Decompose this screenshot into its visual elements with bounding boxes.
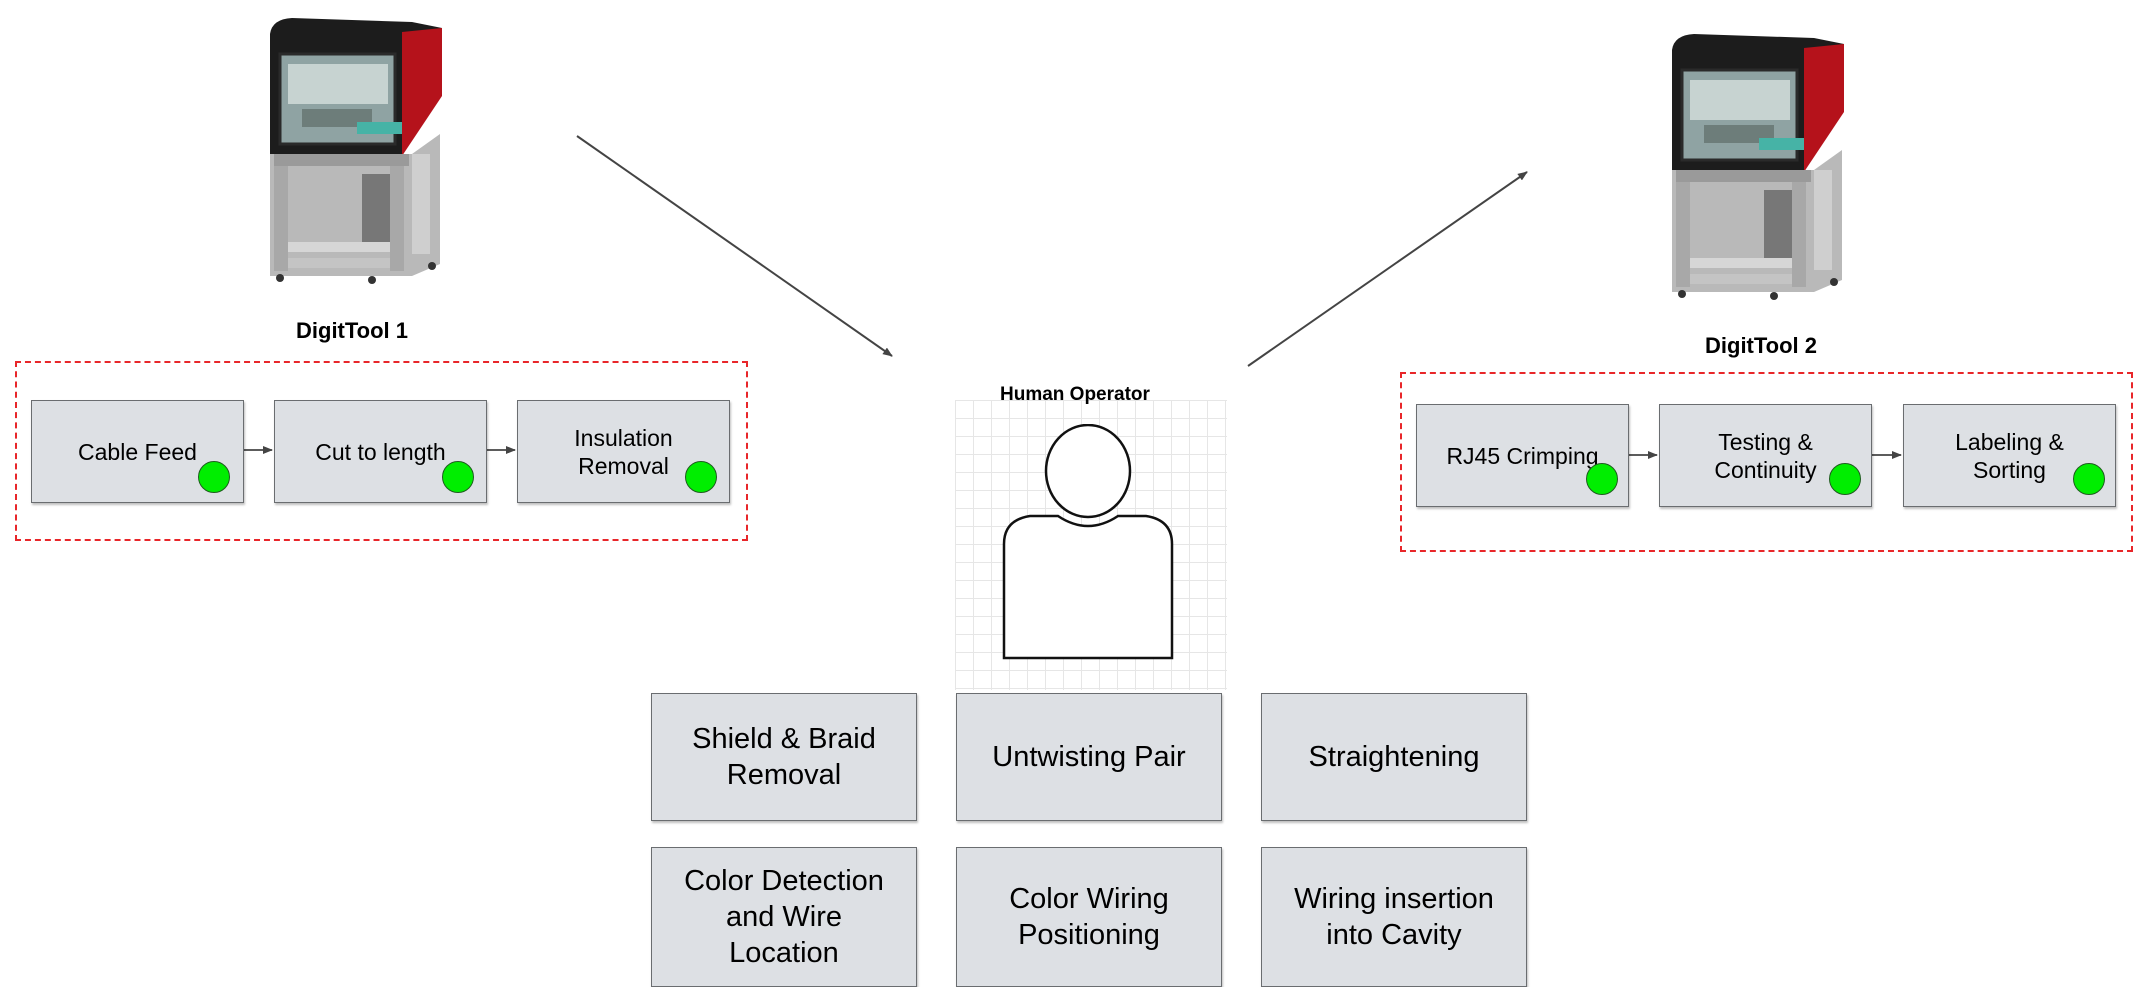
- manual-task: Shield & Braid Removal: [651, 693, 917, 821]
- manual-task: Wiring insertion into Cavity: [1261, 847, 1527, 987]
- manual-task-label: Wiring insertion into Cavity: [1294, 883, 1494, 951]
- manual-task-label: Shield & Braid Removal: [692, 723, 876, 791]
- automated-group-box: [15, 361, 748, 541]
- arrow-operator-to-tool2: [1247, 171, 1528, 367]
- status-dot: [685, 461, 717, 493]
- process-step: Insulation Removal: [517, 400, 730, 503]
- status-dot: [1829, 463, 1861, 495]
- manual-task: Straightening: [1261, 693, 1527, 821]
- process-step-label: Insulation Removal: [574, 424, 673, 479]
- status-dot: [1586, 463, 1618, 495]
- manual-task: Untwisting Pair: [956, 693, 1222, 821]
- operator-label: Human Operator: [1000, 384, 1150, 405]
- process-step-label: Cut to length: [315, 438, 446, 465]
- status-dot: [442, 461, 474, 493]
- digittool-machine-icon: [270, 18, 442, 284]
- automated-group-box: [1400, 372, 2133, 552]
- process-step-label: Testing & Continuity: [1714, 428, 1817, 483]
- process-step-label: RJ45 Crimping: [1446, 442, 1599, 469]
- process-step: Testing & Continuity: [1659, 404, 1872, 507]
- manual-task-label: Untwisting Pair: [992, 741, 1186, 773]
- manual-task: Color Detection and Wire Location: [651, 847, 917, 987]
- status-dot: [2073, 463, 2105, 495]
- machine-label: DigitTool 2: [1705, 333, 1818, 358]
- manual-task-label: Color Wiring Positioning: [1009, 883, 1169, 951]
- process-step-label: Cable Feed: [78, 438, 197, 465]
- manual-task: Color Wiring Positioning: [956, 847, 1222, 987]
- manual-task-label: Straightening: [1308, 741, 1480, 773]
- person-icon: [1002, 424, 1174, 660]
- machine-label: DigitTool 1: [296, 318, 409, 343]
- process-step-label: Labeling & Sorting: [1955, 428, 2064, 483]
- digittool-machine-icon: [1672, 34, 1844, 300]
- arrow-tool1-to-operator: [576, 135, 893, 357]
- manual-task-label: Color Detection and Wire Location: [684, 865, 884, 969]
- status-dot: [198, 461, 230, 493]
